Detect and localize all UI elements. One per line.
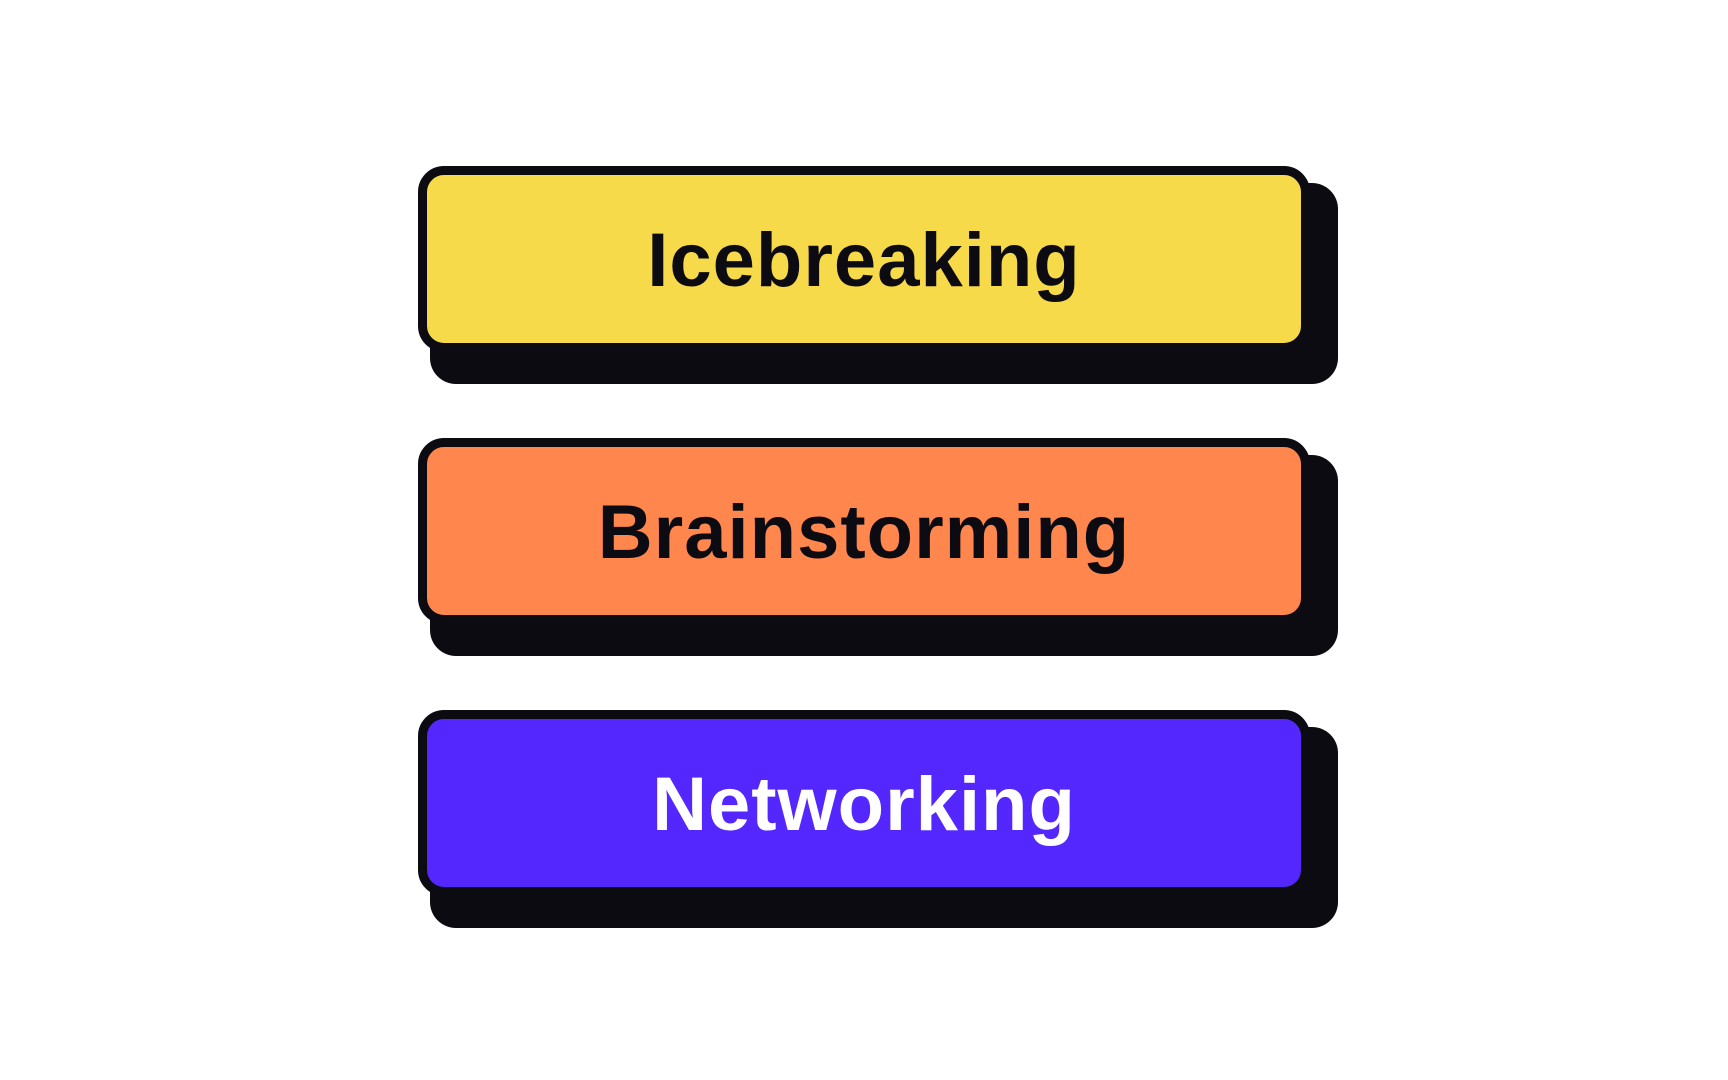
brainstorming-button[interactable]: Brainstorming xyxy=(418,438,1310,624)
brainstorming-button-label: Brainstorming xyxy=(597,490,1131,575)
icebreaking-button-group: Icebreaking xyxy=(418,166,1338,384)
networking-button[interactable]: Networking xyxy=(418,710,1310,896)
icebreaking-button-label: Icebreaking xyxy=(647,218,1081,303)
networking-button-group: Networking xyxy=(418,710,1338,928)
brainstorming-button-group: Brainstorming xyxy=(418,438,1338,656)
networking-button-label: Networking xyxy=(652,762,1076,847)
icebreaking-button[interactable]: Icebreaking xyxy=(418,166,1310,352)
